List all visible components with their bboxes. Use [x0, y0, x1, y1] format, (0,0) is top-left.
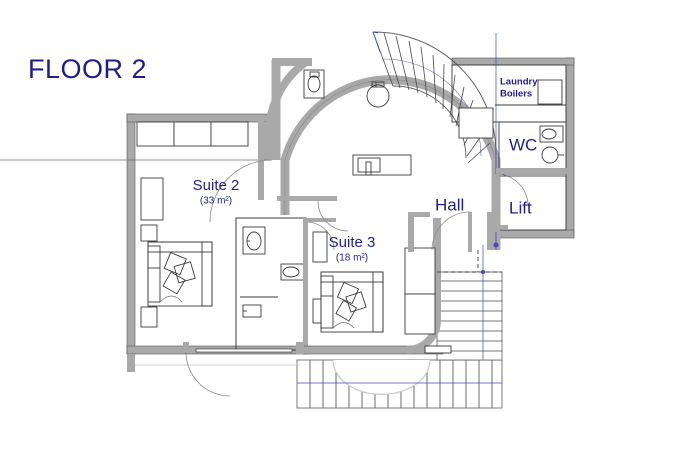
wall-exterior-right	[565, 57, 575, 237]
bathroom-between-suites	[235, 217, 336, 351]
bed-suite-2	[147, 241, 213, 307]
room-label-hall: Hall	[435, 195, 464, 214]
room-area-suite-2: (33 m²)	[200, 196, 232, 207]
door-swing-suite2	[317, 200, 349, 232]
page-title: FLOOR 2	[28, 54, 147, 84]
suite-2-room	[136, 121, 249, 328]
wc-toilet	[539, 125, 564, 143]
wall-suite2-top	[126, 113, 268, 123]
room-label-suite-2: Suite 2	[193, 177, 240, 194]
hall-zone	[408, 211, 508, 273]
stair-right	[436, 245, 503, 361]
wall-suite2-right	[258, 118, 264, 200]
room-label-lift: Lift	[509, 198, 532, 217]
bed-suite-3	[320, 271, 384, 333]
wall-curved-suite3	[406, 218, 441, 354]
door-swing-bottom	[185, 351, 231, 397]
wc-room	[495, 121, 568, 207]
laundry-washer	[537, 79, 563, 105]
bathroom-sink	[242, 226, 266, 255]
dome-room-fixtures	[352, 81, 412, 176]
room-label-boilers: Boilers	[500, 89, 532, 100]
wall-utility-top	[451, 57, 575, 66]
terrace-bottom	[296, 359, 503, 409]
wall-lower-left-stub	[127, 354, 135, 372]
room-label-suite-3: Suite 3	[329, 234, 376, 251]
room-label-wc: WC	[509, 135, 537, 154]
room-label-laundry: Laundry	[500, 77, 538, 88]
lift-shaft	[494, 174, 567, 232]
laundry-boilers-room	[451, 64, 567, 139]
wall-lift-bottom	[497, 229, 575, 239]
bathroom-toilet	[280, 263, 305, 281]
room-area-suite-3: (18 m²)	[336, 253, 368, 264]
wc-sink	[541, 146, 564, 164]
vestibule-toilet	[303, 69, 325, 99]
door-swing-vestibule	[209, 159, 273, 223]
wall-exterior-left	[126, 113, 136, 355]
wall-suite2-door-head	[277, 196, 337, 201]
wardrobe-suite-2	[140, 177, 164, 221]
suite-3-room	[302, 218, 444, 355]
bottom-wall-openings	[183, 342, 452, 354]
